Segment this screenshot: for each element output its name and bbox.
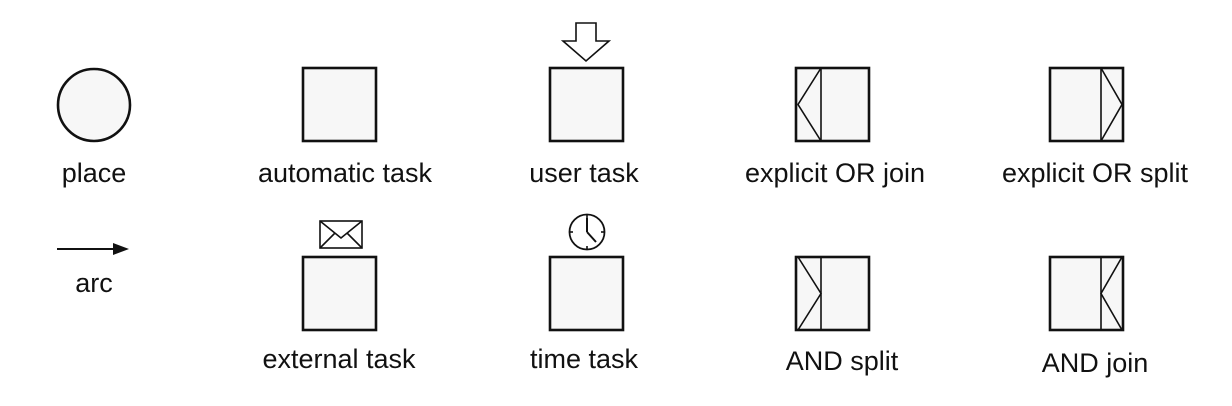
place-circle — [56, 67, 132, 143]
arc-symbol — [57, 243, 129, 255]
user-trigger-icon — [560, 22, 612, 63]
and-join-symbol — [1048, 255, 1125, 332]
place-symbol — [56, 67, 132, 143]
explicit-or-split-symbol — [1048, 66, 1125, 143]
or-join-triangle-icon — [797, 67, 822, 142]
and-split-triangle-icon — [797, 256, 822, 331]
user-task-label: user task — [529, 158, 639, 188]
automatic-task-label: automatic task — [258, 158, 433, 188]
and-join-label: AND join — [1042, 348, 1149, 378]
and-join-triangle-icon — [1100, 256, 1123, 331]
and-split-label: AND split — [786, 346, 899, 376]
arc-arrowhead-icon — [113, 243, 129, 255]
automatic-task-box — [301, 66, 378, 143]
time-task-label: time task — [530, 344, 639, 374]
external-task-box — [301, 255, 378, 332]
envelope-icon — [319, 220, 363, 249]
external-task-label: external task — [262, 344, 416, 374]
time-task-box — [548, 255, 625, 332]
and-split-symbol — [794, 255, 871, 332]
explicit-or-join-box — [794, 66, 871, 143]
explicit-or-split-box — [1048, 66, 1125, 143]
user-task-box — [548, 66, 625, 143]
or-split-triangle-icon — [1100, 67, 1123, 142]
and-split-box — [794, 255, 871, 332]
arc-label: arc — [75, 268, 113, 298]
and-join-box — [1048, 255, 1125, 332]
explicit-or-split-label: explicit OR split — [1002, 158, 1189, 188]
place-label: place — [62, 158, 127, 188]
explicit-or-join-label: explicit OR join — [745, 158, 925, 188]
clock-icon — [568, 213, 606, 251]
explicit-or-join-symbol — [794, 66, 871, 143]
